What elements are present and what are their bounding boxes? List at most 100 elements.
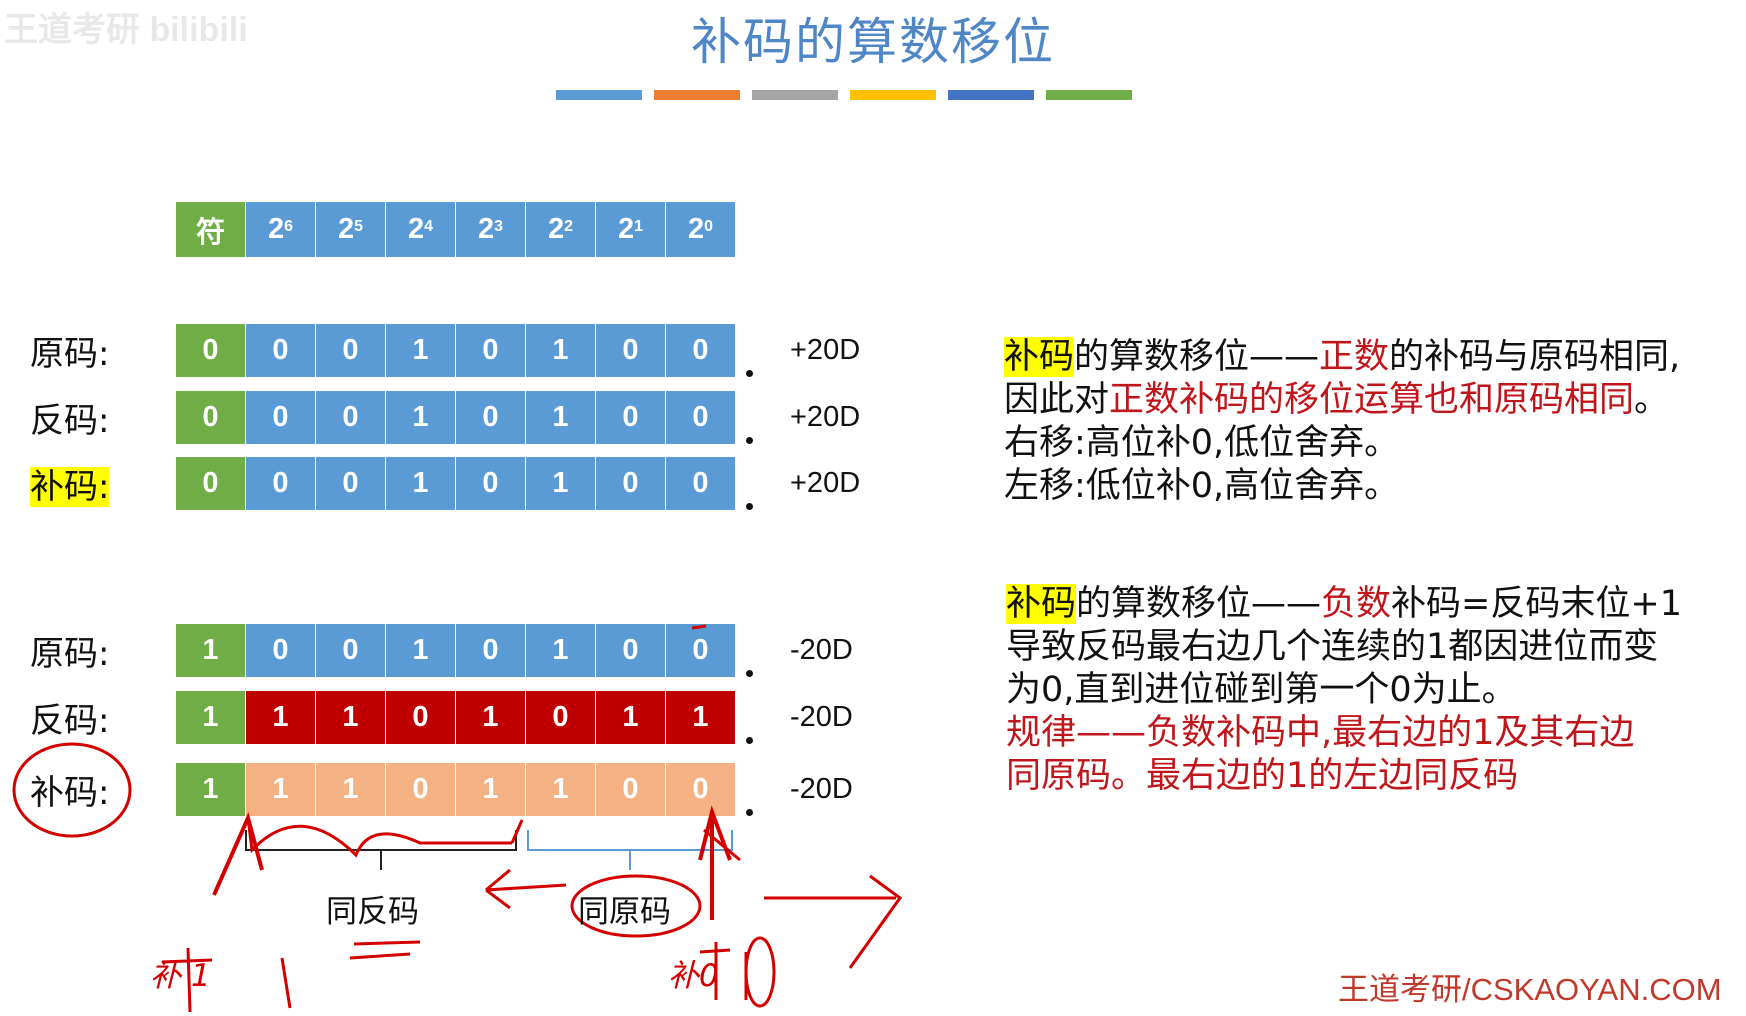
bit-cell: 0 [456, 457, 525, 510]
bit-cell: 1 [526, 763, 595, 816]
note-line: 右移:高位补0,低位舍弃。 [1004, 423, 1400, 463]
sign-bit-cell: 1 [176, 691, 245, 744]
x-mark [703, 828, 741, 862]
bit-cell: 0 [316, 624, 385, 677]
row-label: 反码: [30, 401, 110, 441]
hand-zero [744, 936, 776, 1008]
note-rule-line: 同原码。最右边的1的左边同反码 [1006, 756, 1519, 796]
same-orig-label: 同原码 [578, 894, 671, 930]
row-label: 原码: [30, 634, 110, 674]
bit-cell: 1 [246, 763, 315, 816]
color-bar [850, 90, 936, 100]
decimal-value: -20D [790, 701, 853, 733]
binary-point-dot [746, 670, 753, 677]
bit-cell: 1 [526, 624, 595, 677]
note-line: 补码的算数移位——负数补码=反码末位+1 [1006, 584, 1682, 624]
bit-cell: 0 [596, 763, 665, 816]
binary-point-dot [746, 437, 753, 444]
decimal-value: +20D [790, 467, 861, 499]
bit-cell: 0 [386, 691, 455, 744]
note-line: 左移:低位补0,高位舍弃。 [1004, 466, 1400, 506]
note-line: 因此对正数补码的移位运算也和原码相同。 [1004, 380, 1670, 420]
right-pointing-arrow [764, 874, 903, 969]
row-label: 补码: [30, 467, 110, 507]
decimal-value: -20D [790, 634, 853, 666]
left-arrow-stroke [212, 812, 264, 896]
bit-cell: 0 [526, 691, 595, 744]
bit-cell: 0 [596, 324, 665, 377]
sign-bit-cell: 0 [176, 324, 245, 377]
footer-brand: 王道考研/CSKAOYAN.COM [1338, 972, 1722, 1007]
bit-cell: 0 [666, 391, 735, 444]
sign-bit-cell: 0 [176, 457, 245, 510]
color-bar [752, 90, 838, 100]
bit-cell: 0 [246, 324, 315, 377]
color-bar [948, 90, 1034, 100]
left-pointing-arrow [485, 868, 567, 910]
hand-stroke [280, 957, 292, 1009]
binary-point-dot [746, 737, 753, 744]
binary-point-dot [746, 809, 753, 816]
circle-around-label [12, 742, 132, 838]
bit-cell: 1 [316, 763, 385, 816]
hand-tick [691, 624, 707, 630]
color-bar [1046, 90, 1132, 100]
sign-bit-cell: 1 [176, 763, 245, 816]
bit-cell: 1 [526, 391, 595, 444]
note-line: 导致反码最右边几个连续的1都因进位而变 [1006, 627, 1659, 667]
right-arrow-stroke [698, 805, 732, 920]
bit-cell: 0 [246, 457, 315, 510]
curly-brace-stroke [246, 817, 512, 858]
bit-cell: 0 [596, 624, 665, 677]
bit-cell: 1 [526, 324, 595, 377]
note-line: 为0,直到进位碰到第一个0为止。 [1006, 670, 1517, 710]
bit-cell: 1 [456, 691, 525, 744]
negative-shift-note: 补码的算数移位——负数补码=反码末位+1 导致反码最右边几个连续的1都因进位而变… [1006, 583, 1682, 798]
decimal-value: +20D [790, 334, 861, 366]
bit-cell: 0 [666, 624, 735, 677]
bit-cell: 0 [316, 457, 385, 510]
decimal-value: +20D [790, 401, 861, 433]
hand-stroke [161, 947, 213, 1013]
note-rule-line: 规律——负数补码中,最右边的1及其右边 [1006, 713, 1635, 753]
handwritten-note-right: 补0 [668, 958, 719, 994]
color-bar [556, 90, 642, 100]
brace-tick [510, 819, 524, 844]
bit-cell: 1 [456, 763, 525, 816]
same-ones-label: 同反码 [326, 894, 419, 930]
bit-cell: 1 [596, 691, 665, 744]
slide-title: 补码的算数移位 [691, 13, 1055, 71]
bit-cell: 0 [456, 391, 525, 444]
decimal-value: -20D [790, 773, 853, 805]
note-line: 补码的算数移位——正数的补码与原码相同, [1004, 337, 1681, 377]
positive-shift-note: 补码的算数移位——正数的补码与原码相同, 因此对正数补码的移位运算也和原码相同。… [1004, 336, 1680, 508]
bit-cell: 1 [316, 691, 385, 744]
row-label: 原码: [30, 334, 110, 374]
sign-bit-cell: 1 [176, 624, 245, 677]
bit-cell: 0 [456, 324, 525, 377]
sign-bit-cell: 0 [176, 391, 245, 444]
row-label: 补码: [30, 773, 110, 813]
bit-cell: 0 [316, 391, 385, 444]
binary-point-dot [746, 370, 753, 377]
sign-header-cell: 符 [176, 202, 245, 257]
bit-cell: 1 [386, 391, 455, 444]
binary-point-dot [746, 503, 753, 510]
bit-cell: 0 [456, 624, 525, 677]
bilibili-watermark: 王道考研 bilibili [4, 11, 248, 49]
bit-cell: 0 [666, 324, 735, 377]
bit-cell: 0 [596, 391, 665, 444]
bit-cell: 0 [666, 457, 735, 510]
